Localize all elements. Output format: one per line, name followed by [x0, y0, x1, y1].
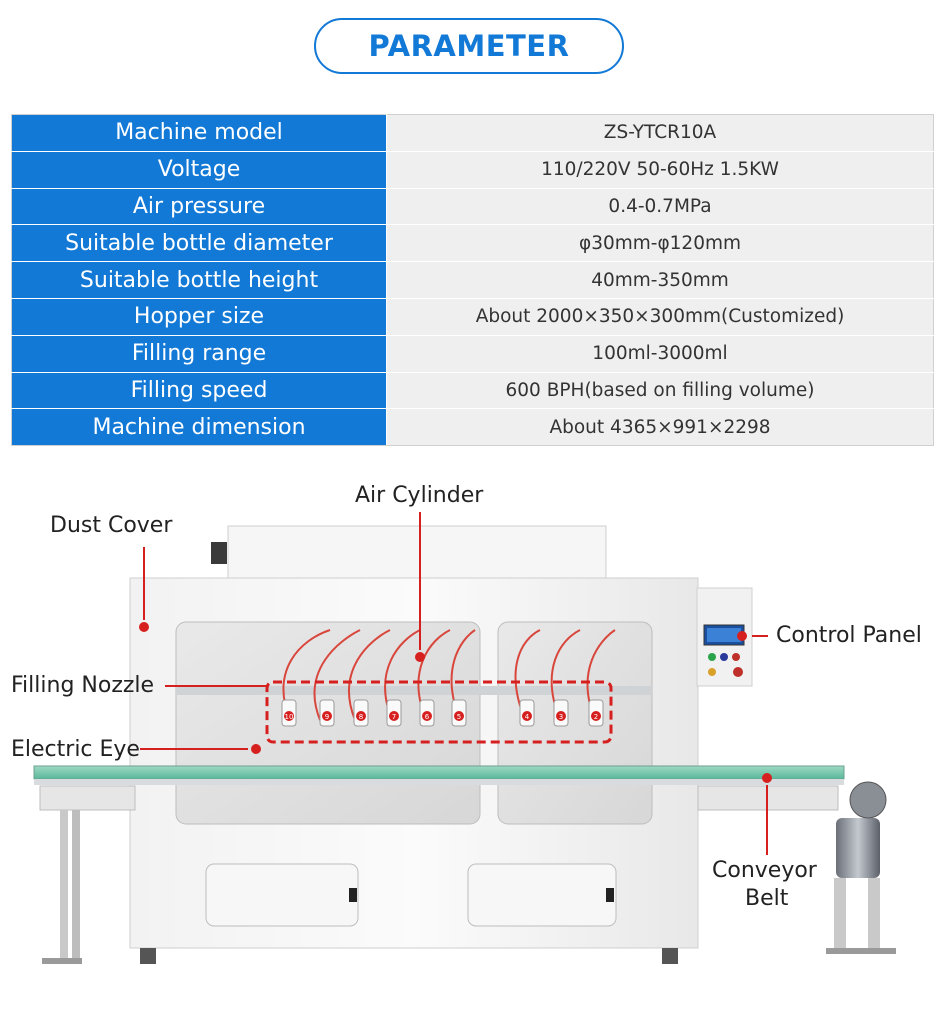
callout-leaders — [139, 512, 772, 855]
nozzle-number-label: 7 — [392, 713, 396, 721]
lower-door-left — [205, 863, 359, 927]
param-key: Suitable bottle height — [11, 261, 387, 299]
nozzle-number-label: 4 — [525, 713, 530, 721]
param-value: About 2000×350×300mm(Customized) — [386, 297, 934, 336]
nozzle-number-label: 10 — [285, 713, 294, 721]
conveyor-belt — [33, 765, 845, 780]
callout-filling-nozzle: Filling Nozzle — [11, 673, 155, 698]
param-key: Suitable bottle diameter — [11, 224, 387, 263]
callout-dust-cover: Dust Cover — [50, 513, 173, 538]
nozzle-number-label: 3 — [559, 713, 563, 721]
callout-conveyor-belt-line1: Conveyor — [712, 858, 817, 883]
param-value: 0.4-0.7MPa — [386, 187, 934, 226]
conveyor-motor — [836, 818, 880, 878]
param-key: Air pressure — [11, 187, 387, 226]
param-key: Voltage — [11, 150, 387, 189]
nozzle-number-label: 9 — [325, 713, 329, 721]
nozzle-highlight-box — [265, 680, 613, 744]
callout-control-panel: Control Panel — [776, 623, 922, 648]
param-value: φ30mm-φ120mm — [386, 224, 934, 263]
callout-conveyor-belt-line2: Belt — [745, 886, 789, 911]
callout-air-cylinder: Air Cylinder — [355, 483, 484, 508]
param-value: 100ml-3000ml — [386, 334, 934, 373]
nozzle-number-label: 5 — [457, 713, 461, 721]
filling-machine-illustration: 10 9 8 7 6 5 4 3 2 — [33, 512, 896, 964]
nozzle-number-label: 6 — [425, 713, 430, 721]
lower-door-right — [467, 863, 617, 927]
nozzle-number-markers — [284, 711, 601, 721]
param-value: 110/220V 50-60Hz 1.5KW — [386, 150, 934, 189]
param-key: Filling range — [11, 334, 387, 373]
param-value: ZS-YTCR10A — [386, 114, 934, 152]
nozzle-number-label: 2 — [594, 713, 598, 721]
hopper-box — [227, 525, 607, 582]
param-key: Filling speed — [11, 371, 387, 410]
callout-electric-eye: Electric Eye — [11, 737, 140, 762]
param-key: Machine dimension — [11, 408, 387, 447]
title-pill: PARAMETER — [314, 18, 624, 74]
page-title: PARAMETER — [368, 29, 570, 63]
param-value: 40mm-350mm — [386, 261, 934, 299]
param-value: 600 BPH(based on filling volume) — [386, 371, 934, 410]
param-key: Machine model — [11, 114, 387, 152]
nozzle-number-label: 8 — [359, 713, 363, 721]
param-value: About 4365×991×2298 — [386, 408, 934, 447]
param-key: Hopper size — [11, 297, 387, 336]
